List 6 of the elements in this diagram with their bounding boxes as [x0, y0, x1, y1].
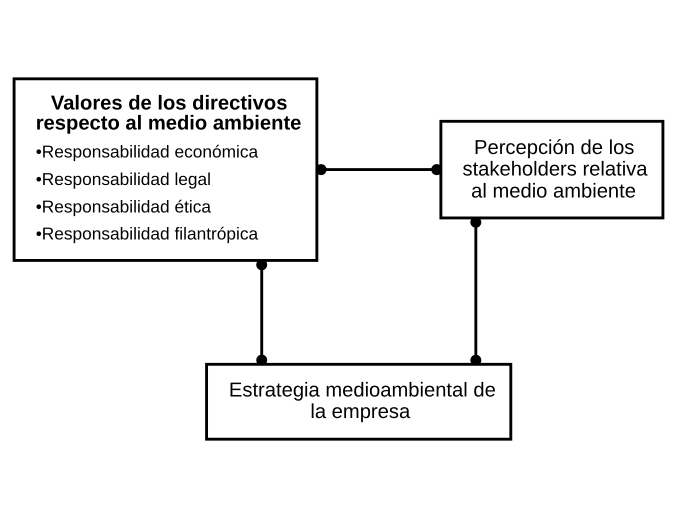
connector	[316, 164, 442, 176]
connector	[470, 216, 482, 366]
node-box: Estrategia medioambiental de la empresa	[205, 362, 512, 441]
connector	[256, 259, 268, 366]
node-box: Valores de los directivos respecto al medio ambiente •Responsabilidad económica •Responsabilidad legal •Responsabilidad ética •Responsabilidad filantrópica	[12, 77, 318, 262]
node-box: Percepción de los stakeholders relativa al medio ambiente	[439, 120, 664, 220]
